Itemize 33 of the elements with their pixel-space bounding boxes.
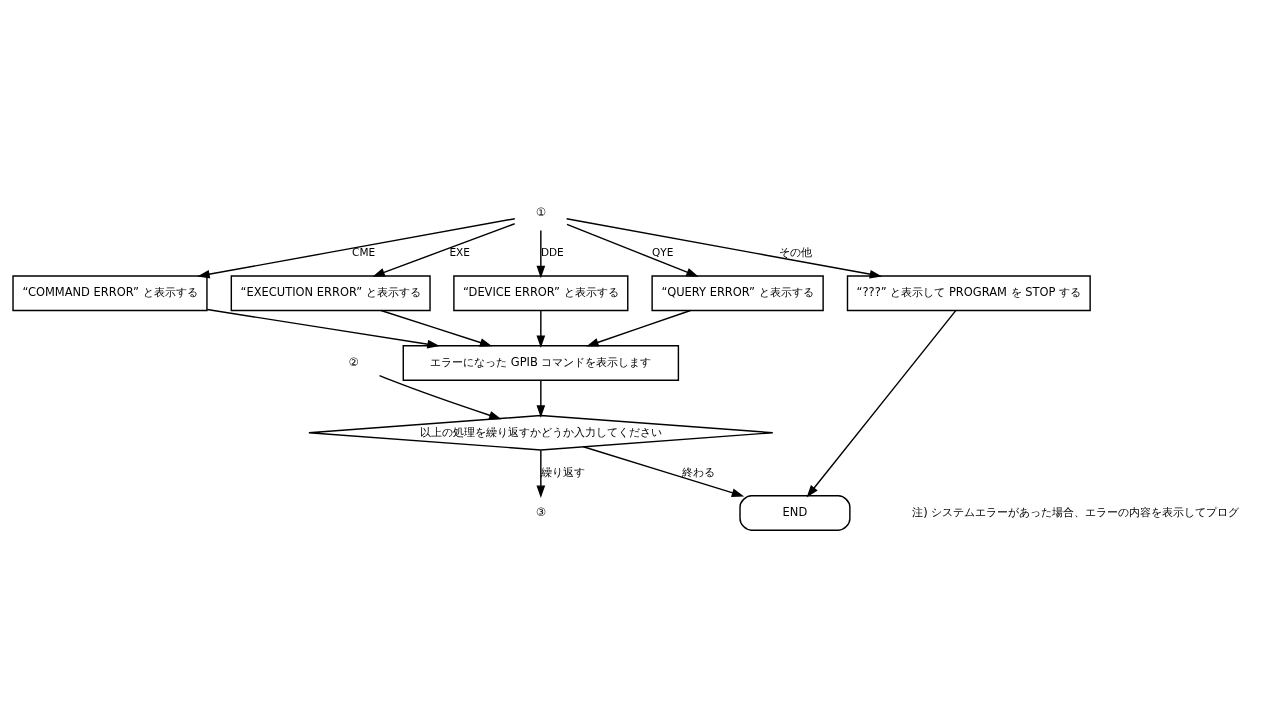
arrow [536, 229, 546, 279]
arrow [536, 309, 546, 348]
arrow [582, 446, 745, 497]
node-box: エラーになった GPIB コマンドを表示します [402, 345, 680, 381]
node-box: “EXECUTION ERROR” と表示する [230, 275, 431, 312]
node-box: “???” と表示して PROGRAM を STOP する [846, 275, 1091, 312]
arrow [380, 309, 493, 347]
arrow [378, 374, 502, 420]
arrow [586, 309, 692, 347]
edge-label: EXE [449, 245, 470, 258]
node-box: “QUERY ERROR” と表示する [651, 275, 824, 312]
arrow [806, 309, 957, 498]
edge-label: 終わる [681, 465, 715, 478]
node-box: “DEVICE ERROR” と表示する [453, 275, 629, 312]
edge-label: その他 [779, 245, 813, 258]
edge-label: 繰り返す [540, 465, 585, 478]
arrow [372, 223, 516, 277]
node-box: “COMMAND ERROR” と表示する [12, 275, 208, 312]
arrow [206, 308, 440, 349]
arrow [536, 449, 546, 498]
node-text: ③ [535, 504, 546, 519]
arrow [536, 379, 546, 418]
arrow [566, 223, 699, 277]
node-box: END [739, 495, 851, 531]
arrow [565, 217, 883, 279]
node-text: ② [348, 354, 359, 369]
edge-label: QYE [651, 245, 674, 258]
label: 注) システムエラーがあった場合、エラーの内容を表示してプログ [912, 504, 1240, 519]
node-diamond: 以上の処理を繰り返すかどうか入力してください [308, 414, 774, 451]
edge-label: DDE [540, 245, 564, 258]
node-text: ① [535, 204, 546, 219]
arrow [197, 217, 516, 279]
edge-label: CME [352, 245, 376, 258]
